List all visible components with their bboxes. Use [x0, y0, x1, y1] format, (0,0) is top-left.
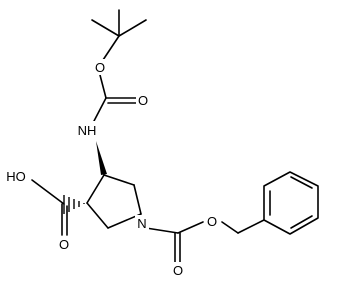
boc-ether-oxygen-label: O — [95, 60, 105, 75]
acid-hydroxyl-label: HO — [6, 169, 26, 184]
nh-label: NH — [78, 123, 97, 138]
benzene-double-bond-2 — [290, 215, 313, 229]
bond-ch2-to-phenyl — [237, 219, 265, 234]
bond-ether-o-to-ch2 — [221, 221, 239, 234]
bond-ring-c5-n — [133, 184, 142, 215]
bond-ring-c4-c5 — [103, 174, 135, 186]
boc-carbonyl-oxygen-label: O — [138, 93, 148, 108]
bond-cbz-carbonyl-to-ether-o — [177, 221, 204, 234]
bond-acid-c-to-oh — [31, 179, 65, 205]
acid-carbonyl-oxygen-label: O — [59, 237, 69, 252]
wedge-bond-c4-nh — [96, 141, 107, 175]
bond-n-to-cbz-carbonyl — [145, 227, 179, 234]
bond-tbu-methyl-left — [91, 19, 120, 37]
benzene-ring — [263, 171, 319, 235]
benzene-double-bond-3 — [290, 176, 313, 189]
bond-ring-c3-c4 — [86, 174, 105, 204]
bond-ring-c2-c3 — [86, 202, 109, 229]
cbz-carbonyl-oxygen-label: O — [173, 263, 183, 278]
ring-nitrogen-label: N — [137, 216, 146, 231]
bond-tbu-methyl-right — [118, 19, 147, 37]
bond-tbu-to-ether-o — [102, 35, 120, 61]
bond-ether-o-to-carbonyl — [99, 74, 107, 99]
bond-boc-carbonyl-to-nh — [93, 97, 107, 122]
cbz-ether-oxygen-label: O — [207, 214, 217, 229]
